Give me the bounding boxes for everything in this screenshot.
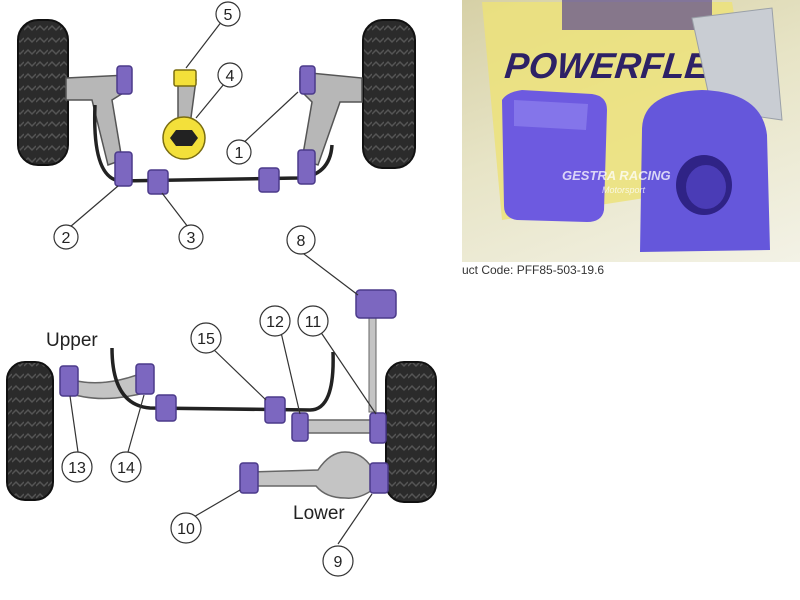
bush-rear-arb-left: [155, 394, 177, 422]
bush-rear-11: [369, 412, 387, 444]
engine-mount-top-bush: [173, 69, 197, 87]
bush-rear-arb-right: [264, 396, 286, 424]
callout-2: 2: [53, 224, 79, 250]
callout-9: 9: [322, 545, 354, 577]
callout-5: 5: [215, 1, 241, 27]
callout-15: 15: [190, 322, 222, 354]
callout-12: 12: [259, 305, 291, 337]
rear-right-wheel: [385, 361, 437, 503]
product-code: uct Code: PFF85-503-19.6: [462, 263, 605, 277]
front-left-wheel: [17, 19, 69, 166]
svg-text:10: 10: [177, 521, 195, 538]
svg-text:12: 12: [266, 314, 284, 331]
leader-lines: [69, 20, 377, 545]
svg-text:4: 4: [226, 68, 235, 85]
bush-front-left-upper: [116, 65, 133, 95]
rear-upper-link-right: [299, 419, 381, 434]
svg-text:14: 14: [117, 460, 135, 477]
bush-rear-8: [355, 289, 397, 319]
svg-text:13: 13: [68, 460, 86, 477]
engine-mount-nut: [170, 130, 198, 146]
bush-rear-12: [291, 412, 309, 442]
rear-anti-roll-bar: [110, 347, 335, 412]
rear-lower-arm: [249, 451, 381, 499]
callout-4: 4: [217, 62, 243, 88]
watermark-text: GESTRA RACING: [562, 168, 671, 183]
bush-front-right-upper: [299, 65, 316, 95]
product-bush-left-highlight: [514, 100, 588, 130]
bush-rear-14: [135, 363, 155, 395]
bush-front-right-lower: [297, 149, 316, 185]
front-axle: [17, 19, 416, 195]
front-right-wheel: [362, 19, 416, 169]
svg-text:11: 11: [305, 314, 322, 331]
callout-13: 13: [61, 451, 93, 483]
rear-axle: [6, 289, 437, 503]
brand-logo: POWERFLEX: [503, 45, 737, 86]
svg-text:9: 9: [334, 554, 343, 571]
svg-text:5: 5: [224, 7, 233, 24]
label-upper: Upper: [46, 330, 98, 351]
label-lower: Lower: [293, 503, 345, 524]
bush-front-left-lower: [114, 151, 133, 187]
svg-text:15: 15: [197, 331, 215, 348]
svg-text:2: 2: [62, 230, 71, 247]
watermark-subtext: Motorsport: [602, 185, 646, 195]
packaging-top-strip: [562, 0, 712, 30]
svg-text:3: 3: [187, 230, 196, 247]
bush-rear-13: [59, 365, 79, 397]
svg-text:1: 1: [235, 145, 244, 162]
bush-front-arb-right: [258, 167, 280, 193]
callout-8: 8: [286, 225, 316, 255]
rear-left-wheel: [6, 361, 54, 501]
callout-11: 11: [297, 305, 329, 337]
product-bush-right-bore-inner: [686, 165, 726, 209]
callout-10: 10: [170, 512, 202, 544]
rear-drop-link: [368, 317, 377, 413]
bush-rear-9: [369, 462, 389, 494]
svg-text:8: 8: [297, 233, 306, 250]
product-photo: POWERFLEX GESTRA RACING Motorsport: [462, 0, 800, 262]
callout-14: 14: [110, 451, 142, 483]
bush-front-arb-left: [147, 169, 169, 195]
callout-3: 3: [178, 224, 204, 250]
bush-rear-10: [239, 462, 259, 494]
product-photo-art: POWERFLEX GESTRA RACING Motorsport: [482, 0, 783, 252]
callout-1: 1: [226, 139, 252, 165]
